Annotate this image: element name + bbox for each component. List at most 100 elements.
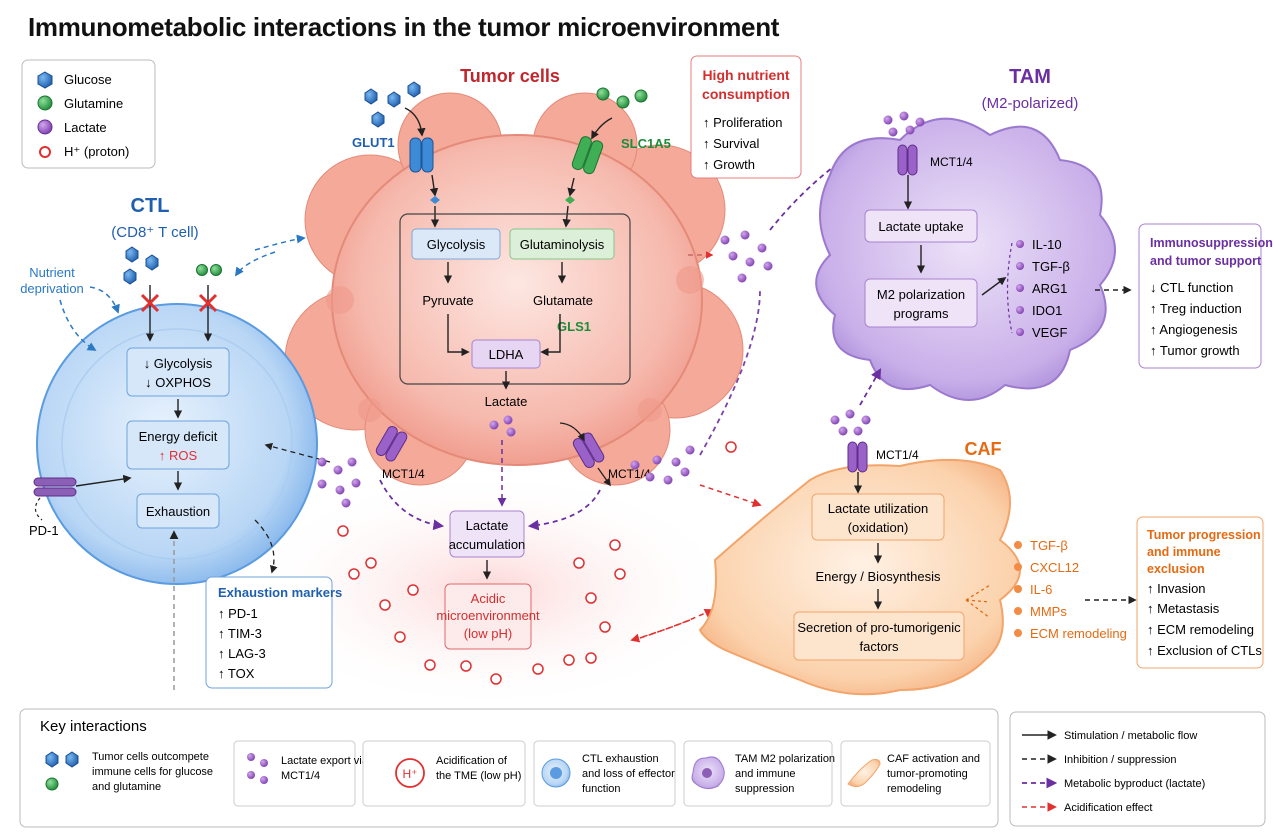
- tumor-metabolism-box: [399, 213, 631, 385]
- deprivation-label-1: Nutrient: [29, 265, 75, 280]
- tam-title: TAM: [1009, 66, 1051, 88]
- lactate-uptake-box: [864, 209, 978, 243]
- svg-text:Tumor cells outcompete: Tumor cells outcompete: [92, 751, 209, 763]
- pd1-receptor: [33, 477, 77, 497]
- gls1-label: GLS1: [557, 319, 591, 334]
- tam-factors: IL-10 TGF-β ARG1 IDO1 VEGF: [1016, 237, 1070, 340]
- utilization-label-1: Lactate utilization: [828, 501, 928, 516]
- marker-item: ↑ LAG-3: [218, 646, 266, 661]
- key-item-caf: CAF activation and tumor-promoting remod…: [840, 740, 991, 807]
- arrow-legend-box: Stimulation / metabolic flow Inhibition …: [1009, 711, 1266, 827]
- svg-text:consumption: consumption: [702, 86, 790, 102]
- svg-text:suppression: suppression: [735, 783, 794, 795]
- energy-biosynthesis: Energy / Biosynthesis: [815, 569, 941, 584]
- mct-right-label: MCT1/4: [608, 467, 651, 481]
- glutamine-molecules: [596, 87, 648, 109]
- tam-mct-transporter: [897, 144, 918, 176]
- key-item-tam: TAM M2 polarization and immune suppressi…: [683, 740, 835, 807]
- glut1-label: GLUT1: [352, 135, 395, 150]
- tam-factor: IL-10: [1032, 237, 1062, 252]
- lactate-label: Lactate: [485, 394, 528, 409]
- ctl-glutamine: [196, 264, 222, 276]
- arrow-legend-acidification: Acidification effect: [1064, 802, 1152, 814]
- caf-factor-arrows: [965, 584, 991, 619]
- lactate-dots-right: [630, 445, 695, 485]
- caf-factors: TGF-β CXCL12 IL-6 MMPs ECM remodeling: [1014, 538, 1127, 641]
- acidic-label-3: (low pH): [464, 626, 512, 641]
- glutamate-label: Glutamate: [533, 293, 593, 308]
- ctl-glycolysis-box: [126, 347, 230, 397]
- accumulation-label-2: accumulation: [449, 537, 526, 552]
- progression-item: ↑ Exclusion of CTLs: [1147, 643, 1262, 658]
- key-item-ctl-exhaustion: CTL exhaustion and loss of effector func…: [533, 740, 676, 807]
- ldha-label: LDHA: [489, 347, 524, 362]
- tam-factor: VEGF: [1032, 325, 1067, 340]
- caf-lactate-dots: [830, 409, 871, 436]
- marker-item: ↑ PD-1: [218, 606, 258, 621]
- caf-factor: MMPs: [1030, 604, 1067, 619]
- pd1-label: PD-1: [29, 523, 59, 538]
- acidic-label-1: Acidic: [471, 591, 506, 606]
- block-icon: [140, 293, 218, 313]
- deprivation-label-2: deprivation: [20, 281, 84, 296]
- legend-box: Glucose Glutamine Lactate H⁺ (proton): [21, 59, 156, 169]
- proton-dots: [337, 441, 737, 685]
- svg-text:and glutamine: and glutamine: [92, 781, 161, 793]
- progression-item: ↑ Invasion: [1147, 581, 1206, 596]
- svg-text:immune cells for glucose: immune cells for glucose: [92, 766, 213, 778]
- lactate-dots-left: [317, 457, 361, 508]
- nutrient-item: ↑ Growth: [703, 157, 755, 172]
- energy-deficit: Energy deficit: [139, 429, 218, 444]
- ctl-subtitle: (CD8⁺ T cell): [111, 224, 198, 241]
- glutamine-icon: [37, 95, 53, 111]
- caf-factor: ECM remodeling: [1030, 626, 1127, 641]
- glutaminolysis-box: [509, 228, 615, 260]
- svg-text:Acidification of: Acidification of: [436, 755, 508, 767]
- secretion-label-2: factors: [859, 639, 899, 654]
- proton-icon: [39, 146, 51, 158]
- legend-lactate: Lactate: [64, 120, 107, 135]
- tam-lactate-dots: [883, 111, 925, 137]
- svg-text:TAM M2 polarization: TAM M2 polarization: [735, 753, 835, 765]
- glutaminolysis-label: Glutaminolysis: [520, 237, 605, 252]
- m2-label-2: programs: [894, 306, 949, 321]
- energy-deficit-box: [126, 420, 230, 470]
- lactate-accumulation-box: [449, 510, 525, 558]
- tam-factor: IDO1: [1032, 303, 1062, 318]
- nutrient-box: High nutrient consumption ↑ Proliferatio…: [690, 55, 802, 179]
- marker-item: ↑ TIM-3: [218, 626, 262, 641]
- legend-glutamine: Glutamine: [64, 96, 123, 111]
- tumor-title: Tumor cells: [460, 66, 560, 86]
- key-item-competition: Tumor cells outcompete immune cells for …: [45, 751, 213, 793]
- utilization-label-2: (oxidation): [848, 520, 909, 535]
- mct-left-transporter: [375, 425, 408, 462]
- tumor-cluster: [284, 92, 744, 486]
- accumulation-label-1: Lactate: [466, 518, 509, 533]
- lactate-uptake-label: Lactate uptake: [878, 219, 963, 234]
- caf-mct-label: MCT1/4: [876, 448, 919, 462]
- svg-text:and immune: and immune: [1147, 545, 1221, 559]
- caf-factor: CXCL12: [1030, 560, 1079, 575]
- tam-factor: ARG1: [1032, 281, 1067, 296]
- glut1-transporter: [409, 137, 434, 173]
- svg-text:Exhaustion markers: Exhaustion markers: [218, 585, 342, 600]
- svg-text:the TME (low pH): the TME (low pH): [436, 770, 521, 782]
- svg-text:Tumor progression: Tumor progression: [1147, 528, 1261, 542]
- secretion-label-1: Secretion of pro-tumorigenic: [797, 620, 961, 635]
- tumor-lactate-dots: [489, 415, 516, 437]
- svg-text:CTL exhaustion: CTL exhaustion: [582, 753, 659, 765]
- ctl-oxphos: ↓ OXPHOS: [145, 375, 211, 390]
- exhaustion-box: [136, 493, 220, 529]
- key-item-acidification: H⁺ Acidification of the TME (low pH): [362, 740, 526, 807]
- key-title: Key interactions: [40, 718, 147, 735]
- mct-left-label: MCT1/4: [382, 467, 425, 481]
- lactate-dots-tam: [720, 230, 773, 283]
- svg-text:High nutrient: High nutrient: [702, 67, 789, 83]
- m2-label-1: M2 polarization: [877, 287, 965, 302]
- slc1a5-transporter: [571, 136, 604, 175]
- lactate-icon: [37, 119, 53, 135]
- ctl-glycolysis: ↓ Glycolysis: [144, 356, 213, 371]
- tam-factor: TGF-β: [1032, 259, 1070, 274]
- svg-text:MCT1/4: MCT1/4: [281, 770, 320, 782]
